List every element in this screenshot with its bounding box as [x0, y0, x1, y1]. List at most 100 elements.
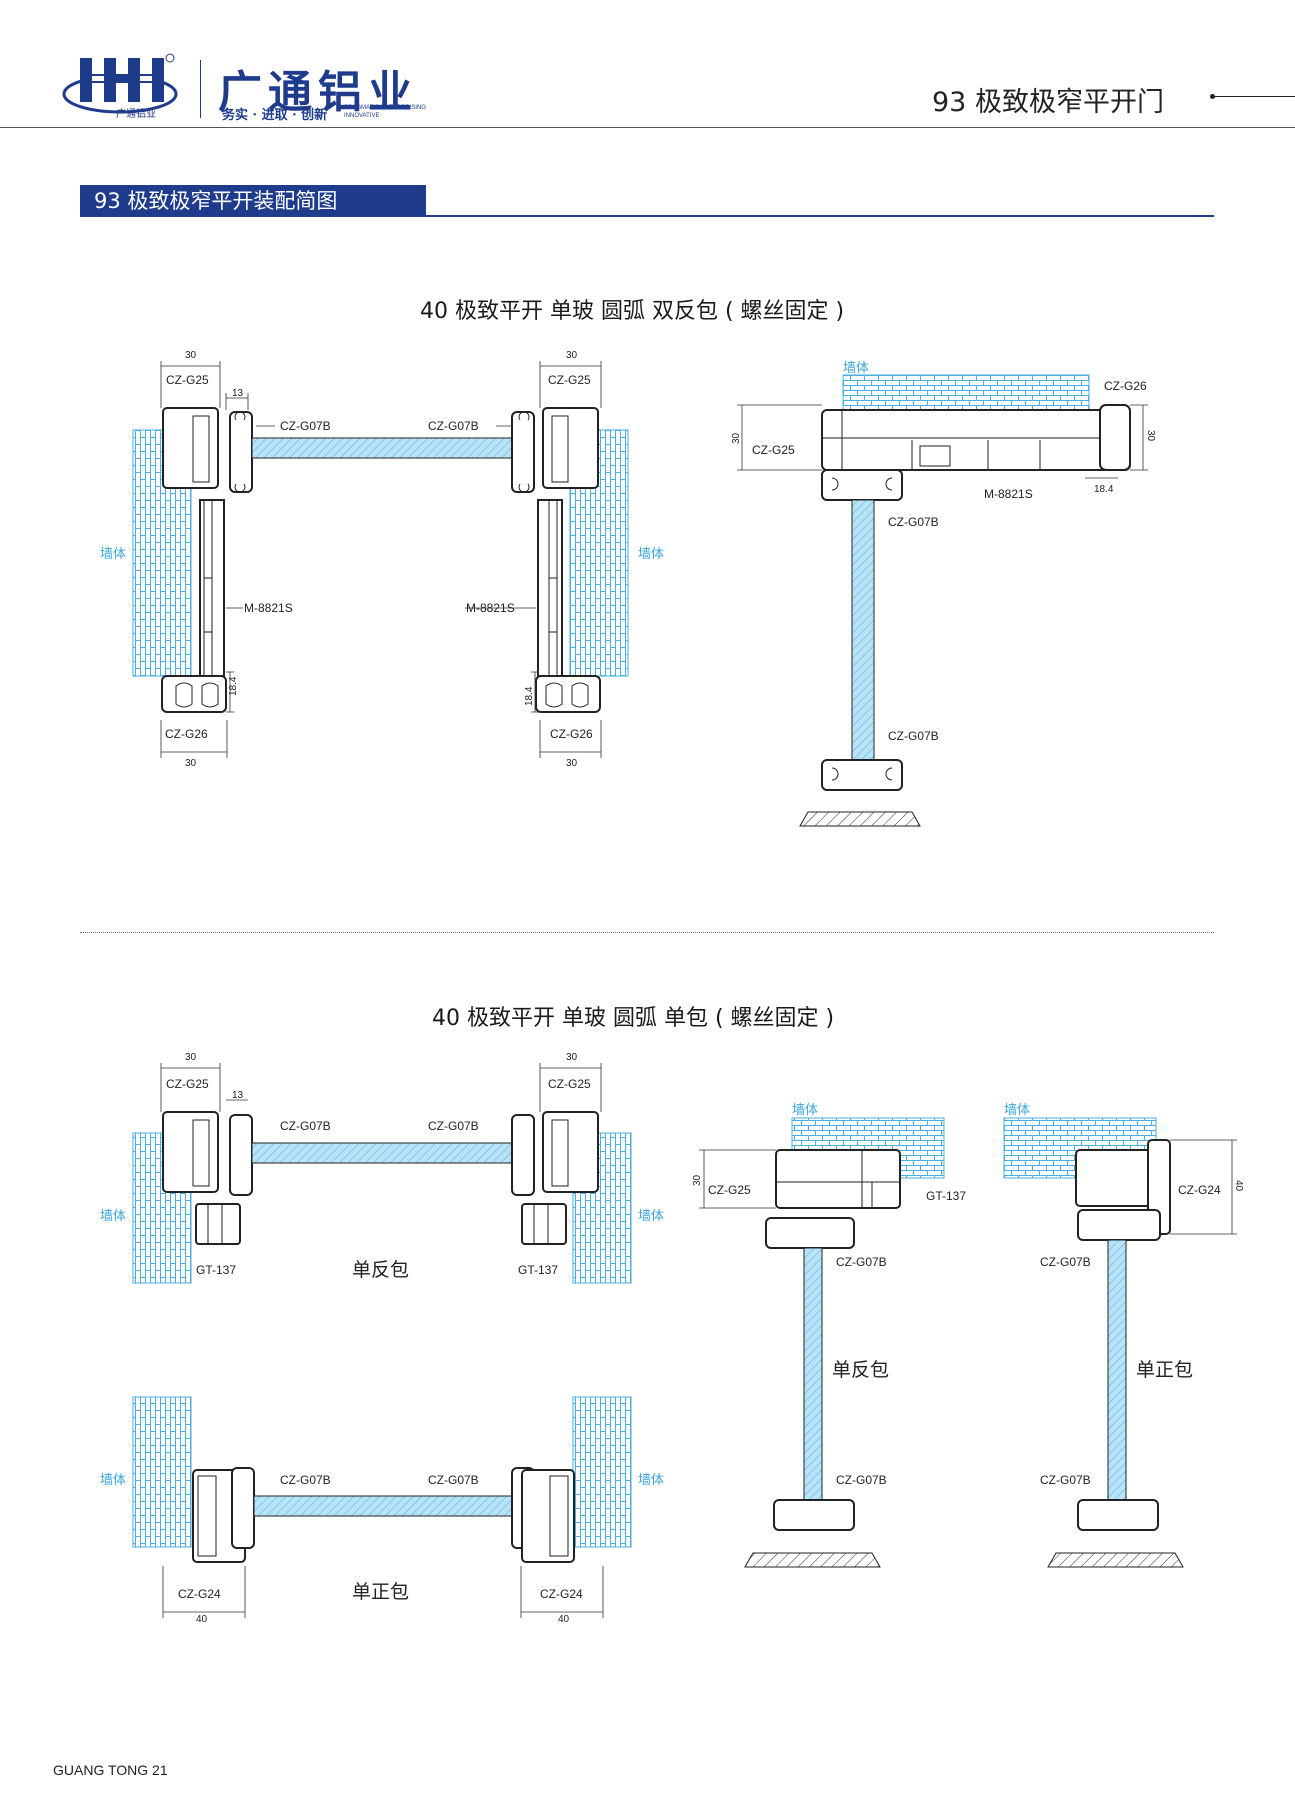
section-title: 93 极致极窄平开装配简图 — [80, 185, 426, 217]
d1-label-cz-g26-left: CZ-G26 — [165, 727, 208, 741]
title-line — [1212, 96, 1295, 97]
d2-elev-label-cz-g07b-a-top: CZ-G07B — [836, 1255, 887, 1269]
d1-elev-glass — [851, 499, 875, 763]
diagram1-title: 40 极致平开 单玻 圆弧 双反包 ( 螺丝固定 ) — [420, 299, 845, 324]
page-title: 93 极致极窄平开门 — [932, 87, 1164, 118]
d2-elev-label-wall-b: 墙体 — [1004, 1102, 1030, 1117]
d2-label-cz-g24-right: CZ-G24 — [540, 1587, 583, 1601]
d1-left-frame-bottom — [161, 675, 227, 713]
d2-elev-dim-40: 40 — [1233, 1180, 1244, 1192]
d2-label-cz-g25-right: CZ-G25 — [548, 1077, 591, 1091]
diagram2-title: 40 极致平开 单玻 圆弧 单包 ( 螺丝固定 ) — [432, 1006, 835, 1031]
d1-elev-dim-30-left: 30 — [731, 432, 742, 444]
d1-elev-label-cz-g26: CZ-G26 — [1104, 379, 1147, 393]
d1-right-sash — [511, 411, 535, 493]
d2-label-wall-tr: 墙体 — [638, 1208, 664, 1223]
d2-dim-13: 13 — [232, 1090, 244, 1101]
d2-plan-forward — [132, 1396, 632, 1618]
d2-elev-label-cz-g07b-a-bottom: CZ-G07B — [836, 1473, 887, 1487]
d1-label-wall-left: 墙体 — [100, 546, 126, 561]
d2-elev-caption-single-forward: 单正包 — [1136, 1359, 1193, 1381]
d1-elev-frame — [821, 409, 1131, 471]
d2-caption-single-reverse: 单反包 — [352, 1259, 409, 1281]
logo-separator — [200, 60, 201, 118]
d2-dim-30-tr: 30 — [566, 1052, 578, 1063]
d2-elev-dim-30: 30 — [692, 1174, 703, 1186]
d2-label-cz-g25-left: CZ-G25 — [166, 1077, 209, 1091]
d1-label-m8821s-left: M-8821S — [244, 601, 293, 615]
logo — [62, 52, 180, 122]
d2-glass-pane-b — [253, 1495, 513, 1517]
d1-right-frame-top — [542, 407, 599, 489]
d1-left-frame-top — [162, 407, 219, 489]
logo-mark-icon — [62, 53, 178, 114]
d1-dim-18-4-left: 18.4 — [228, 676, 239, 696]
d1-dim-30-br: 30 — [566, 758, 578, 769]
d2-label-cz-g24-left: CZ-G24 — [178, 1587, 221, 1601]
d2-elev-label-cz-g24: CZ-G24 — [1178, 1183, 1221, 1197]
d2-elevation-forward — [1003, 1117, 1237, 1568]
d2-label-wall-tl: 墙体 — [100, 1208, 126, 1223]
section-divider — [80, 932, 1214, 933]
d2-label-wall-bl: 墙体 — [100, 1472, 126, 1487]
d2-dim-40-left: 40 — [196, 1614, 208, 1625]
d2-elev-label-gt137: GT-137 — [926, 1189, 966, 1203]
d2-label-gt137-right: GT-137 — [518, 1263, 558, 1277]
d2-caption-single-forward: 单正包 — [352, 1581, 409, 1603]
d2-label-gt137-left: GT-137 — [196, 1263, 236, 1277]
d2-elev-glass-b — [1107, 1239, 1127, 1505]
d2-label-cz-g07b-tr: CZ-G07B — [428, 1119, 479, 1133]
d1-elev-sash-top — [821, 469, 903, 501]
d1-elevation-view — [737, 374, 1148, 827]
d1-dim-30-bl: 30 — [185, 758, 197, 769]
d1-label-cz-g07b-right: CZ-G07B — [428, 419, 479, 433]
d2-elevation-reverse — [699, 1117, 945, 1568]
d2-dim-40-right: 40 — [558, 1614, 570, 1625]
page-footer: GUANG TONG 21 — [53, 1762, 168, 1778]
d1-glass-pane — [251, 437, 513, 459]
d1-elev-label-cz-g07b-bottom: CZ-G07B — [888, 729, 939, 743]
d1-label-cz-g25-left: CZ-G25 — [166, 373, 209, 387]
d1-dim-30-tr: 30 — [566, 350, 578, 361]
d1-label-wall-right: 墙体 — [638, 546, 664, 561]
d1-elev-label-m8821s: M-8821S — [984, 487, 1033, 501]
d2-label-wall-br: 墙体 — [638, 1472, 664, 1487]
d2-label-cz-g07b-br: CZ-G07B — [428, 1473, 479, 1487]
d2-elev-caption-single-reverse: 单反包 — [832, 1359, 889, 1381]
d1-label-m8821s-right: M-8821S — [466, 601, 515, 615]
d1-right-frame-mid — [537, 499, 563, 677]
d2-elev-glass-a — [803, 1247, 823, 1505]
d1-plan-view — [132, 361, 629, 758]
d1-label-cz-g25-right: CZ-G25 — [548, 373, 591, 387]
brand-name: 广通铝业 — [218, 67, 418, 118]
d1-elev-label-cz-g25: CZ-G25 — [752, 443, 795, 457]
brand-slogan-en: PRAGMATIC ENTERPRISING INNOVATIVE — [344, 105, 426, 119]
d1-dim-13: 13 — [232, 388, 244, 399]
d2-elev-label-cz-g25: CZ-G25 — [708, 1183, 751, 1197]
d2-label-cz-g07b-tl: CZ-G07B — [280, 1119, 331, 1133]
section-underline — [426, 215, 1214, 217]
d1-label-cz-g07b-left: CZ-G07B — [280, 419, 331, 433]
d1-elev-floor — [799, 811, 921, 827]
d2-label-cz-g07b-bl: CZ-G07B — [280, 1473, 331, 1487]
d2-elev-label-wall-a: 墙体 — [792, 1102, 818, 1117]
logo-subtitle: 广通铝业 — [116, 109, 156, 120]
d1-dim-30-tl: 30 — [185, 350, 197, 361]
header-rule — [0, 127, 1295, 128]
d2-elev-label-cz-g07b-b-top: CZ-G07B — [1040, 1255, 1091, 1269]
d1-elev-sash-bottom — [821, 759, 903, 791]
d1-label-cz-g26-right: CZ-G26 — [550, 727, 593, 741]
brand-slogan: 务实 · 进取 · 创新 — [222, 108, 328, 123]
d2-right-wall-b — [572, 1396, 632, 1548]
d1-elev-label-cz-g07b-top: CZ-G07B — [888, 515, 939, 529]
d1-dim-18-4-right: 18.4 — [524, 686, 535, 706]
d1-elev-dim-30-right: 30 — [1145, 430, 1156, 442]
d1-elev-dim-18-4: 18.4 — [1094, 484, 1114, 495]
d2-elev-label-cz-g07b-b-bottom: CZ-G07B — [1040, 1473, 1091, 1487]
d2-glass-pane-a — [251, 1142, 513, 1164]
d1-right-frame-bottom — [535, 675, 601, 713]
d2-left-wall-b — [132, 1396, 192, 1548]
d2-dim-30-tl: 30 — [185, 1052, 197, 1063]
d1-left-sash — [229, 411, 253, 493]
